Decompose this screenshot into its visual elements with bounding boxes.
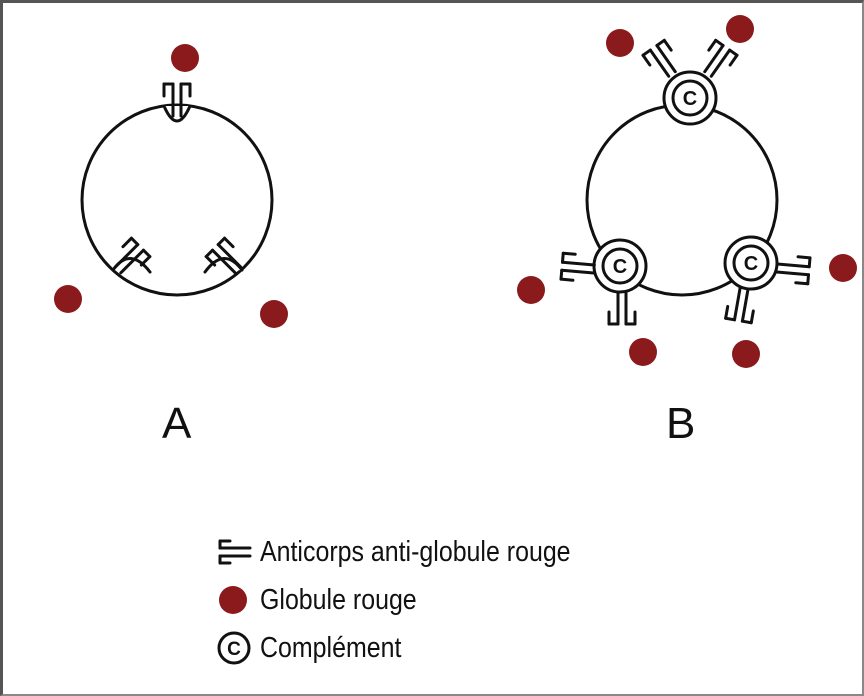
red-blood-cell-icon [171,44,199,72]
red-blood-cell-icon [606,29,634,57]
red-blood-cell-icon [829,254,857,282]
antibody-icon [561,253,595,282]
complement-letter: C [613,256,627,278]
legend-antibody-label: Anticorps anti-globule rouge [260,536,571,569]
red-blood-cell-icon [54,285,82,313]
legend-row-complement: C Complément [216,624,621,672]
legend-row-red-cell: Globule rouge [216,576,621,624]
legend: Anticorps anti-globule rouge Globule rou… [216,528,621,672]
panel-a-label: A [162,402,191,446]
red-blood-cell-icon [517,276,545,304]
panel-b-label: B [666,402,695,446]
legend-row-antibody: Anticorps anti-globule rouge [216,528,621,576]
antibody-icon [776,255,810,284]
complement-letter: C [744,253,758,275]
antibody-icon [609,292,635,324]
antibody-icon [216,535,260,569]
complement-letter: C [683,88,697,110]
red-blood-cell-icon [629,338,657,366]
antibody-icon [726,287,757,323]
red-blood-cell-icon [732,340,760,368]
red-blood-cell-icon [260,300,288,328]
panel-a-cell [82,105,272,295]
red-blood-cell-icon [726,15,754,43]
red-blood-cell-icon [216,583,260,617]
complement-icon: C [216,631,260,665]
legend-red-cell-label: Globule rouge [260,584,417,617]
legend-complement-letter: C [227,639,241,660]
legend-complement-label: Complément [260,632,401,665]
